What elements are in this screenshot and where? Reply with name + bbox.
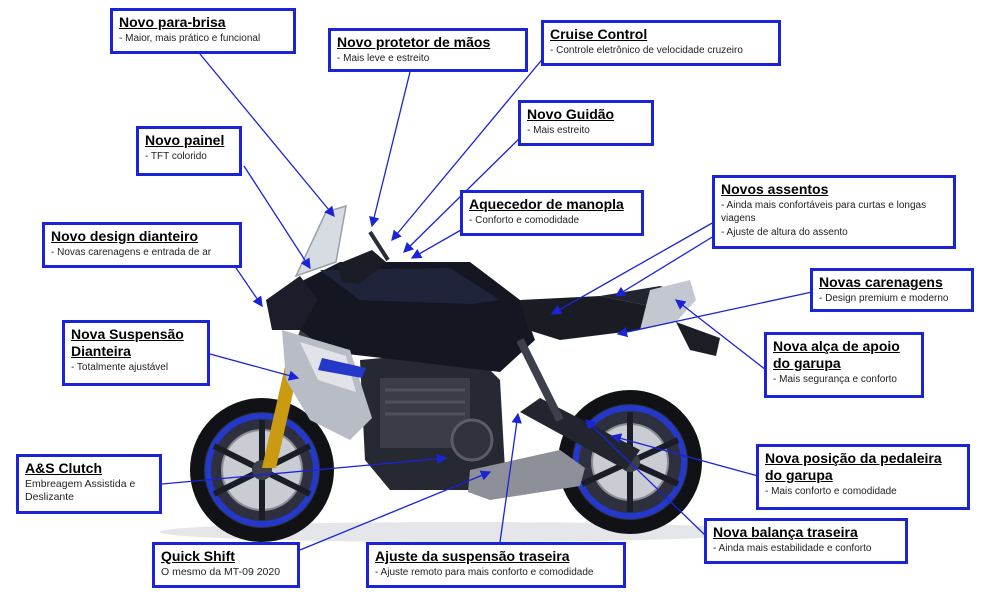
callout-title: Nova posição da pedaleira do garupa	[765, 450, 942, 483]
callout-desc: - Mais segurança e conforto	[773, 374, 897, 385]
callout-desc: - Ainda mais confortáveis para curtas e …	[721, 200, 927, 224]
callout-title: Ajuste da suspensão traseira	[375, 548, 570, 564]
callout-guidao: Novo Guidão - Mais estreito	[518, 100, 654, 146]
callout-pedaleira: Nova posição da pedaleira do garupa - Ma…	[756, 444, 970, 510]
callout-desc: - Ainda mais estabilidade e conforto	[713, 543, 872, 554]
callout-title: Novos assentos	[721, 181, 829, 197]
callout-title: Novo painel	[145, 132, 225, 148]
callout-desc: - Novas carenagens e entrada de ar	[51, 247, 212, 258]
callout-desc: - Conforto e comodidade	[469, 215, 580, 226]
tail-section	[640, 280, 720, 356]
callout-protetor: Novo protetor de mãos - Mais leve e estr…	[328, 28, 528, 72]
callout-desc: O mesmo da MT-09 2020	[161, 566, 281, 578]
callout-title: Novo Guidão	[527, 106, 615, 122]
rear-shock	[516, 338, 564, 422]
callout-title: Novas carenagens	[819, 274, 943, 290]
callout-suspensao-dianteira: Nova Suspensão Dianteira - Totalmente aj…	[62, 320, 210, 386]
callout-title: Cruise Control	[550, 26, 648, 42]
callout-desc-2: - Ajuste de altura do assento	[721, 227, 848, 238]
callout-desc: - TFT colorido	[145, 151, 207, 162]
callout-title: Aquecedor de manopla	[469, 196, 624, 212]
callout-assentos: Novos assentos - Ainda mais confortáveis…	[712, 175, 956, 249]
handguard	[338, 250, 386, 284]
callout-cruise: Cruise Control - Controle eletrônico de …	[541, 20, 781, 66]
callout-quickshift: Quick Shift O mesmo da MT-09 2020	[152, 542, 300, 588]
callout-desc: - Controle eletrônico de velocidade cruz…	[550, 45, 743, 56]
bodywork	[266, 262, 535, 440]
callout-desc: - Design premium e moderno	[819, 293, 949, 304]
callout-desc: - Mais estreito	[527, 125, 590, 136]
callout-alca: Nova alça de apoio do garupa - Mais segu…	[764, 332, 924, 398]
callout-suspensao-traseira: Ajuste da suspensão traseira - Ajuste re…	[366, 542, 626, 588]
callout-desc: - Ajuste remoto para mais conforto e com…	[375, 567, 594, 578]
callout-title: Nova alça de apoio do garupa	[773, 338, 900, 371]
callout-para-brisa: Novo para-brisa - Maior, mais prático e …	[110, 8, 296, 54]
callout-desc: - Totalmente ajustável	[71, 362, 169, 373]
callout-painel: Novo painel - TFT colorido	[136, 126, 242, 176]
callout-aquecedor: Aquecedor de manopla - Conforto e comodi…	[460, 190, 644, 236]
callout-title: Nova balança traseira	[713, 524, 858, 540]
callout-title: Nova Suspensão Dianteira	[71, 326, 184, 359]
callout-desc: - Maior, mais prático e funcional	[119, 33, 261, 44]
callout-balanca: Nova balança traseira - Ainda mais estab…	[704, 518, 908, 564]
exhaust	[468, 450, 585, 500]
callout-title: Quick Shift	[161, 548, 235, 564]
callout-carenagens: Novas carenagens - Design premium e mode…	[810, 268, 974, 312]
callout-title: Novo design dianteiro	[51, 228, 199, 244]
callout-title: Novo para-brisa	[119, 14, 226, 30]
callout-desc: - Mais leve e estreito	[337, 53, 430, 64]
callout-desc: - Mais conforto e comodidade	[765, 486, 897, 497]
callout-clutch: A&S Clutch Embreagem Assistida e Desliza…	[16, 454, 162, 514]
callout-title: Novo protetor de mãos	[337, 34, 491, 50]
mirror-stalk	[368, 230, 390, 262]
callout-title: A&S Clutch	[25, 460, 102, 476]
engine	[360, 350, 505, 490]
callout-desc: Embreagem Assistida e Deslizante	[25, 478, 136, 503]
callout-dianteiro: Novo design dianteiro - Novas carenagens…	[42, 222, 242, 268]
